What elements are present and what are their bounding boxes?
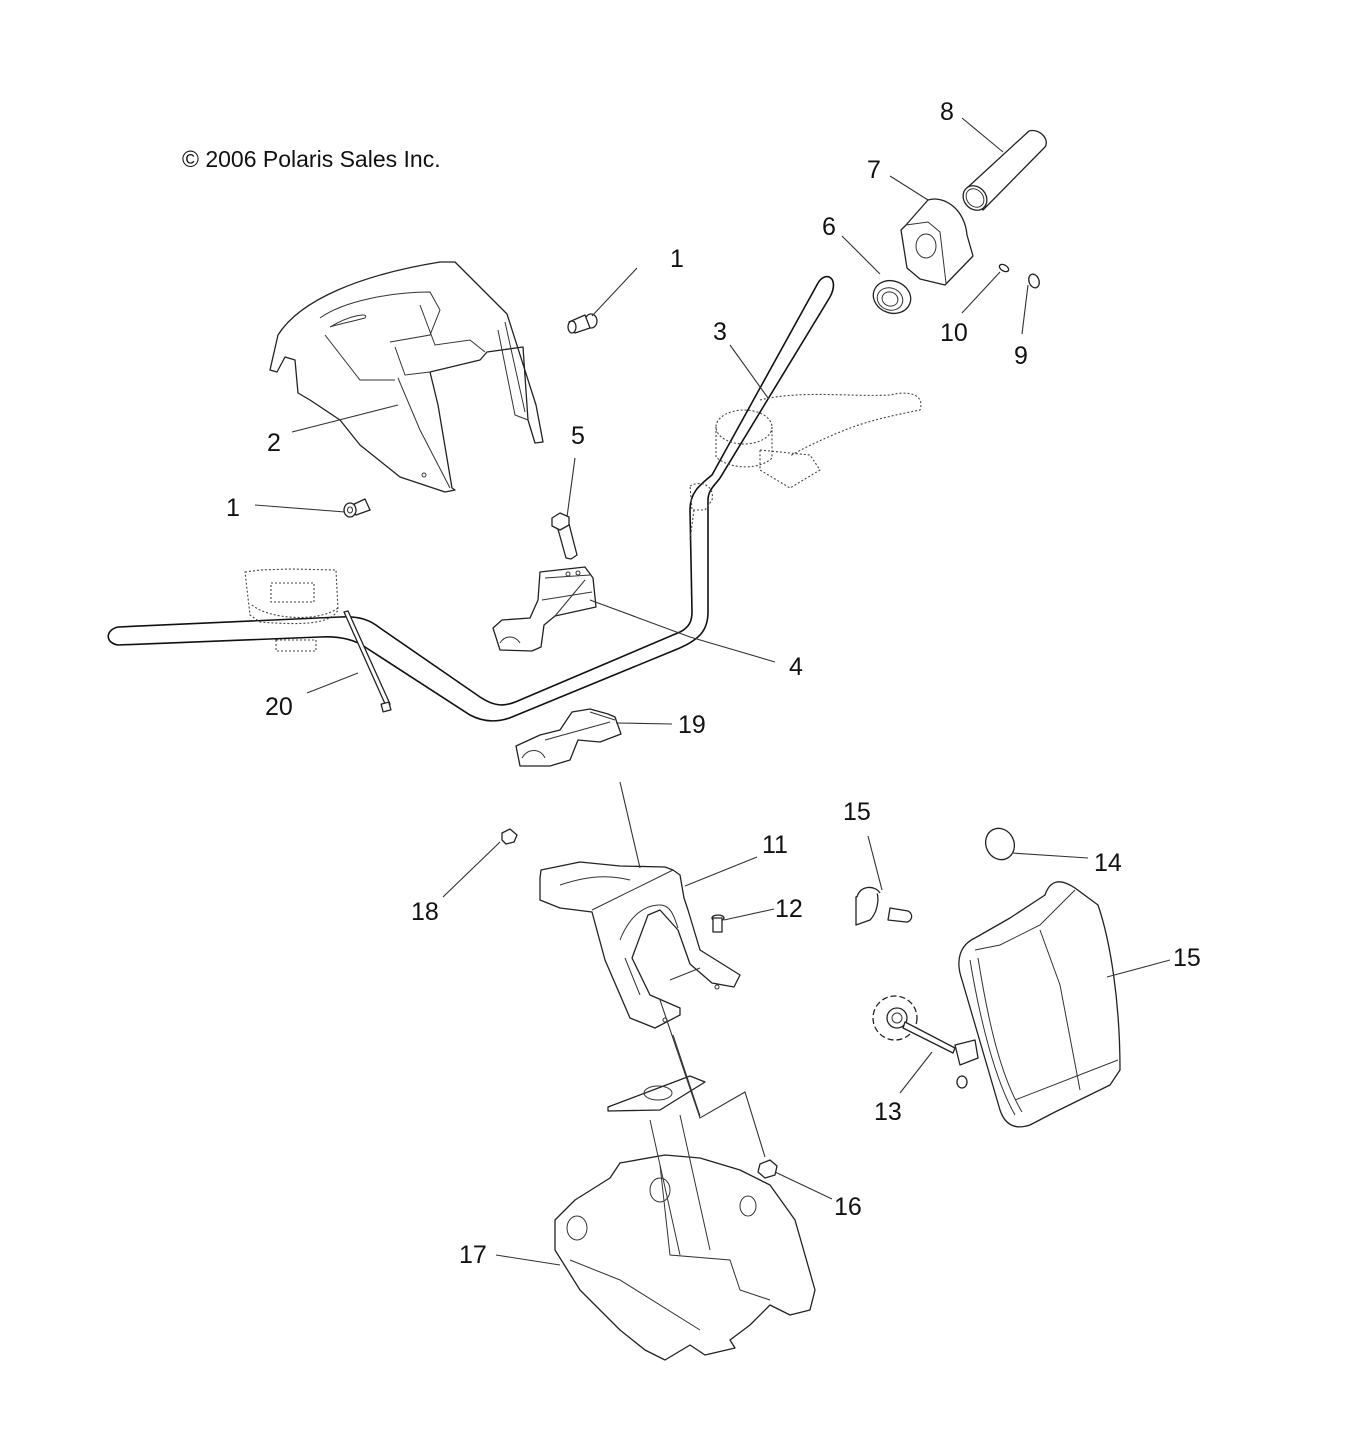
leader-10 xyxy=(961,271,1001,314)
part-set-screw xyxy=(998,263,1010,273)
leader-3 xyxy=(729,344,769,399)
callout-19: 19 xyxy=(678,711,706,739)
callout-15-housing: 15 xyxy=(1173,944,1201,972)
leader-2 xyxy=(291,404,399,433)
part-adjuster-wheel xyxy=(872,995,979,1089)
part-handlebar-cover-upper xyxy=(269,261,544,493)
leader-7 xyxy=(889,175,929,201)
leader-15a xyxy=(867,835,883,891)
part-headlight-bulb xyxy=(855,886,913,926)
callout-5: 5 xyxy=(571,422,585,450)
part-small-cap xyxy=(1028,273,1040,289)
leader-1a xyxy=(591,267,638,317)
part-cable-tie xyxy=(343,610,392,713)
leader-15b xyxy=(1106,959,1171,978)
part-nut xyxy=(757,1159,778,1179)
callout-1-lower: 1 xyxy=(226,494,240,522)
part-handlebar-cover-lower xyxy=(554,1075,816,1361)
callout-13: 13 xyxy=(874,1098,902,1126)
part-lens-plug xyxy=(984,827,1016,861)
leader-14 xyxy=(1011,852,1089,859)
part-bracket-screw xyxy=(711,914,725,933)
part-headlight-bracket xyxy=(539,861,741,1029)
leader-4 xyxy=(589,599,776,663)
leader-12 xyxy=(723,908,775,921)
part-screw-upper xyxy=(567,313,598,334)
callout-11: 11 xyxy=(762,831,788,859)
callout-4: 4 xyxy=(789,653,803,681)
assembly-lines xyxy=(619,781,766,1158)
leader-18 xyxy=(442,841,501,898)
part-clip xyxy=(501,828,518,845)
part-headlight-housing xyxy=(958,881,1121,1128)
copyright-notice: © 2006 Polaris Sales Inc. xyxy=(182,146,441,172)
callout-16: 16 xyxy=(834,1193,862,1221)
leader-lines xyxy=(254,117,1171,1266)
part-clamp-bolt xyxy=(551,512,578,560)
callout-7: 7 xyxy=(867,156,881,184)
leader-13 xyxy=(899,1051,933,1094)
part-handlebar xyxy=(107,275,922,722)
callout-3: 3 xyxy=(713,318,727,346)
leader-6 xyxy=(841,235,881,275)
callout-18: 18 xyxy=(411,898,439,926)
part-grip-tube xyxy=(962,129,1047,211)
callout-9: 9 xyxy=(1014,342,1028,370)
callout-6: 6 xyxy=(822,213,836,241)
part-screw-lower xyxy=(343,498,371,518)
part-grommet xyxy=(872,279,912,315)
leader-5 xyxy=(566,457,576,518)
part-handlebar-clamp-lower xyxy=(515,708,622,767)
leader-11 xyxy=(684,856,758,887)
callout-1-upper: 1 xyxy=(670,245,684,273)
callout-12: 12 xyxy=(775,895,803,923)
part-handlebar-clamp-upper xyxy=(492,566,597,652)
part-grip-end-block xyxy=(900,198,974,286)
leader-16 xyxy=(774,1171,833,1200)
callout-10: 10 xyxy=(940,319,968,347)
callout-15-bulb: 15 xyxy=(843,798,871,826)
callout-20: 20 xyxy=(265,693,293,721)
callout-17: 17 xyxy=(459,1241,487,1269)
leader-8 xyxy=(961,117,1004,153)
leader-17 xyxy=(495,1254,561,1266)
leader-1b xyxy=(254,504,346,513)
callout-2: 2 xyxy=(267,429,281,457)
leader-9 xyxy=(1021,284,1029,335)
callout-14: 14 xyxy=(1094,849,1122,877)
leader-20 xyxy=(306,672,359,694)
leader-19 xyxy=(615,722,673,725)
callout-8: 8 xyxy=(940,98,954,126)
